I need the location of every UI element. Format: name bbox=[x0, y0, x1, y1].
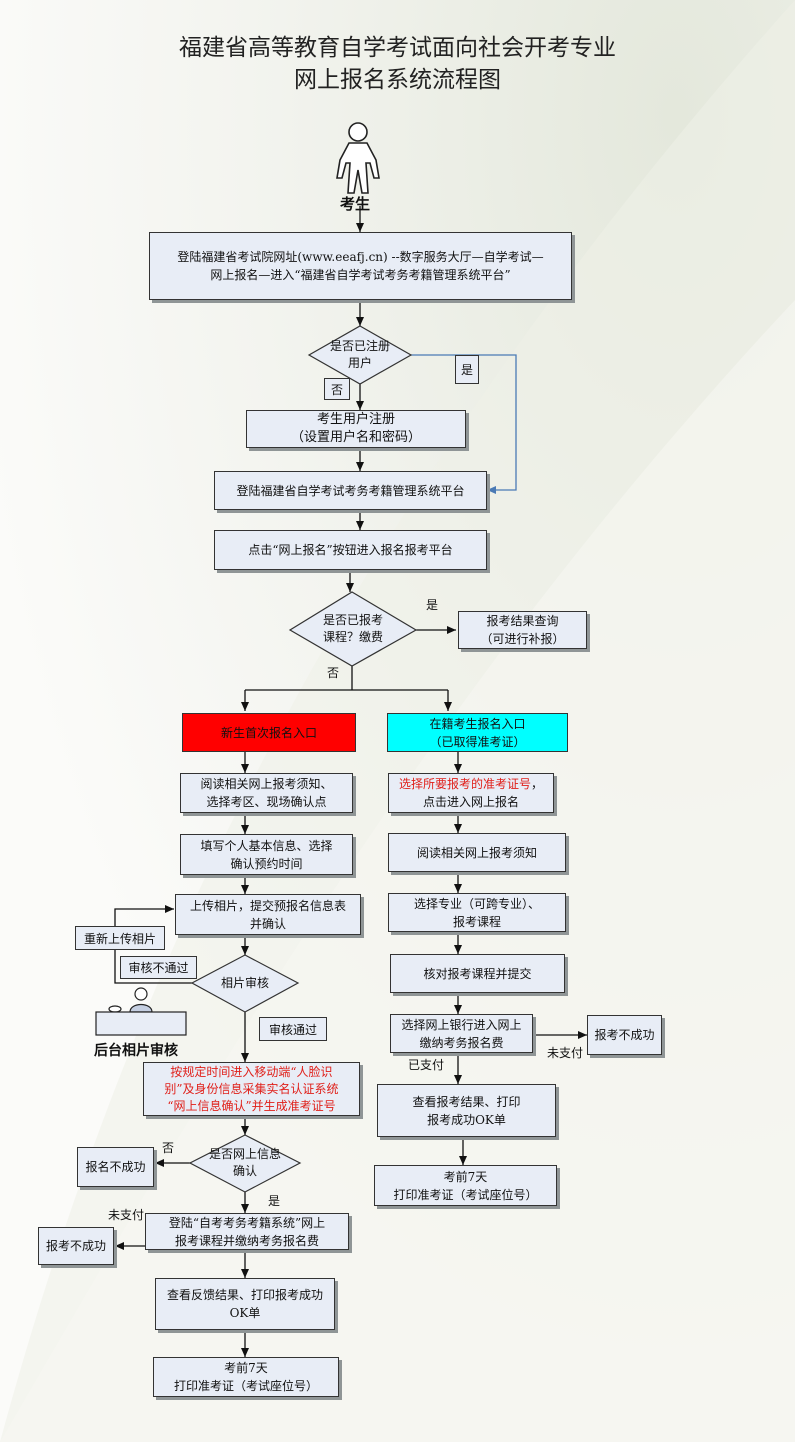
select-ticket-line2: 点击进入网上报名 bbox=[422, 795, 519, 809]
login-platform-box: 登陆福建省自学考试考务考籍管理系统平台 bbox=[214, 471, 487, 510]
login-line1: 登陆福建省考试院网址(www.eeafj.cn) --数字服务大厅—自学考试— bbox=[177, 250, 544, 264]
bank-pay-line2: 缴纳考务报名费 bbox=[419, 1035, 504, 1050]
right-print-ticket-line1: 考前7天 bbox=[443, 1169, 488, 1184]
decision-registered-line1: 是否已注册 bbox=[329, 339, 390, 353]
upload-photo-box: 上传相片，提交预报名信息表 并确认 bbox=[175, 894, 361, 935]
decision-registered-text: 是否已注册 用户 bbox=[312, 338, 408, 372]
register-line2: （设置用户名和密码） bbox=[290, 430, 421, 445]
select-ticket-box: 选择所要报考的准考证号， 点击进入网上报名 bbox=[388, 773, 554, 813]
decision-confirm bbox=[188, 1134, 302, 1193]
login-pay-line1: 登陆“自考考务考籍系统”网上 bbox=[168, 1215, 326, 1230]
backend-review-label: 后台相片审核 bbox=[94, 1043, 178, 1059]
login-pay-box: 登陆“自考考务考籍系统”网上 报考课程并缴纳考务报名费 bbox=[145, 1213, 349, 1250]
face-verify-line2: 别”及身份信息采集实名认证系统 bbox=[164, 1081, 339, 1096]
no-tag: 否 bbox=[324, 378, 350, 400]
upload-photo-line1: 上传相片，提交预报名信息表 bbox=[189, 898, 346, 913]
right-apply-fail-box: 报考不成功 bbox=[587, 1015, 662, 1055]
view-result-line1: 查看报考结果、打印 bbox=[412, 1094, 521, 1109]
person-icon bbox=[336, 122, 380, 194]
view-result-box: 查看报考结果、打印 报考成功OK单 bbox=[377, 1084, 556, 1137]
view-feedback-line1: 查看反馈结果、打印报考成功 bbox=[166, 1288, 323, 1302]
enrolled-entry-line2: （已取得准考证） bbox=[429, 734, 526, 749]
decision-registered bbox=[307, 325, 413, 385]
decision-applied-text: 是否已报考 课程？缴费 bbox=[310, 612, 396, 646]
reviewer-desk-icon bbox=[95, 987, 187, 1036]
result-query-line1: 报考结果查询 bbox=[486, 614, 559, 628]
decision-photo-review bbox=[190, 954, 300, 1013]
review-fail-tag: 审核不通过 bbox=[120, 956, 197, 979]
login-website-box: 登陆福建省考试院网址(www.eeafj.cn) --数字服务大厅—自学考试— … bbox=[149, 232, 572, 300]
result-query-line2: （可进行补报） bbox=[480, 632, 565, 646]
face-verify-line1: 按规定时间进入移动端“人脸识 bbox=[170, 1064, 333, 1079]
fill-info-box: 填写个人基本信息、选择 确认预约时间 bbox=[180, 834, 353, 875]
login-pay-line2: 报考课程并缴纳考务报名费 bbox=[174, 1233, 319, 1248]
view-result-line2: 报考成功OK单 bbox=[427, 1112, 506, 1127]
view-feedback-line2: OK单 bbox=[229, 1306, 261, 1320]
face-verify-box: 按规定时间进入移动端“人脸识 别”及身份信息采集实名认证系统 “网上信息确认”并… bbox=[143, 1062, 360, 1116]
decision-confirm-line1: 是否网上信息 bbox=[208, 1147, 281, 1161]
yes-label-applied: 是 bbox=[426, 598, 439, 612]
right-print-ticket-box: 考前7天 打印准考证（考试座位号） bbox=[374, 1165, 557, 1206]
photo-review-text: 相片审核 bbox=[220, 976, 269, 990]
no-label-confirm: 否 bbox=[162, 1141, 175, 1155]
bank-pay-box: 选择网上银行进入网上 缴纳考务报名费 bbox=[390, 1014, 533, 1053]
review-pass-tag: 审核通过 bbox=[259, 1017, 327, 1041]
new-student-entry: 新生首次报名入口 bbox=[182, 713, 356, 752]
select-ticket-red: 选择所要报考的准考证号 bbox=[398, 777, 531, 791]
no-label-applied: 否 bbox=[327, 666, 340, 680]
enrolled-entry-line1: 在籍考生报名入口 bbox=[429, 716, 526, 731]
yes-tag: 是 bbox=[455, 355, 479, 384]
result-query-box: 报考结果查询 （可进行补报） bbox=[458, 611, 587, 649]
reupload-tag: 重新上传相片 bbox=[75, 926, 165, 950]
unpaid-label-left: 未支付 bbox=[108, 1208, 145, 1222]
left-read-notice-line2: 选择考区、现场确认点 bbox=[206, 795, 327, 809]
decision-applied-line1: 是否已报考 bbox=[322, 613, 383, 627]
view-feedback-box: 查看反馈结果、打印报考成功 OK单 bbox=[155, 1278, 335, 1330]
left-print-ticket-line2: 打印准考证（考试座位号） bbox=[173, 1379, 318, 1393]
right-read-notice-box: 阅读相关网上报考须知 bbox=[388, 833, 566, 872]
decision-confirm-text: 是否网上信息 确认 bbox=[200, 1146, 290, 1180]
unpaid-label-right: 未支付 bbox=[547, 1046, 584, 1060]
left-read-notice-line1: 阅读相关网上报考须知、 bbox=[200, 777, 333, 791]
select-major-line2: 报考课程 bbox=[452, 914, 501, 929]
decision-registered-line2: 用户 bbox=[347, 356, 372, 370]
decision-applied bbox=[288, 591, 418, 667]
decision-applied-line2: 课程？缴费 bbox=[322, 630, 383, 644]
login-line2: 网上报名—进入“福建省自学考试考务考籍管理系统平台” bbox=[210, 268, 511, 282]
page-title-line2: 网上报名系统流程图 bbox=[294, 67, 501, 93]
check-submit-box: 核对报考课程并提交 bbox=[390, 954, 565, 993]
upload-photo-line2: 并确认 bbox=[249, 916, 286, 931]
left-read-notice-box: 阅读相关网上报考须知、 选择考区、现场确认点 bbox=[180, 773, 353, 813]
reg-fail-box: 报名不成功 bbox=[77, 1147, 154, 1187]
actor-label: 考生 bbox=[340, 195, 371, 213]
paid-label-right: 已支付 bbox=[408, 1058, 445, 1072]
left-print-ticket-line1: 考前7天 bbox=[224, 1361, 268, 1375]
select-major-box: 选择专业（可跨专业）、 报考课程 bbox=[388, 893, 566, 932]
click-signup-box: 点击“网上报名”按钮进入报名报考平台 bbox=[214, 530, 487, 570]
select-ticket-tail: ， bbox=[531, 777, 544, 791]
enrolled-student-entry: 在籍考生报名入口 （已取得准考证） bbox=[387, 713, 568, 752]
register-box: 考生用户注册 （设置用户名和密码） bbox=[246, 410, 466, 448]
yes-label-confirm: 是 bbox=[268, 1194, 281, 1208]
select-major-line1: 选择专业（可跨专业）、 bbox=[413, 896, 540, 911]
left-print-ticket-box: 考前7天 打印准考证（考试座位号） bbox=[153, 1357, 339, 1397]
page-title-line1: 福建省高等教育自学考试面向社会开考专业 bbox=[179, 35, 616, 61]
left-apply-fail-box: 报考不成功 bbox=[38, 1227, 114, 1265]
fill-info-line2: 确认预约时间 bbox=[230, 856, 303, 871]
fill-info-line1: 填写个人基本信息、选择 bbox=[200, 838, 333, 853]
face-verify-line3: “网上信息确认”并生成准考证号 bbox=[167, 1098, 336, 1113]
decision-confirm-line2: 确认 bbox=[232, 1164, 257, 1178]
register-line1: 考生用户注册 bbox=[316, 412, 395, 427]
right-print-ticket-line2: 打印准考证（考试座位号） bbox=[393, 1187, 538, 1202]
bank-pay-line1: 选择网上银行进入网上 bbox=[401, 1017, 522, 1032]
